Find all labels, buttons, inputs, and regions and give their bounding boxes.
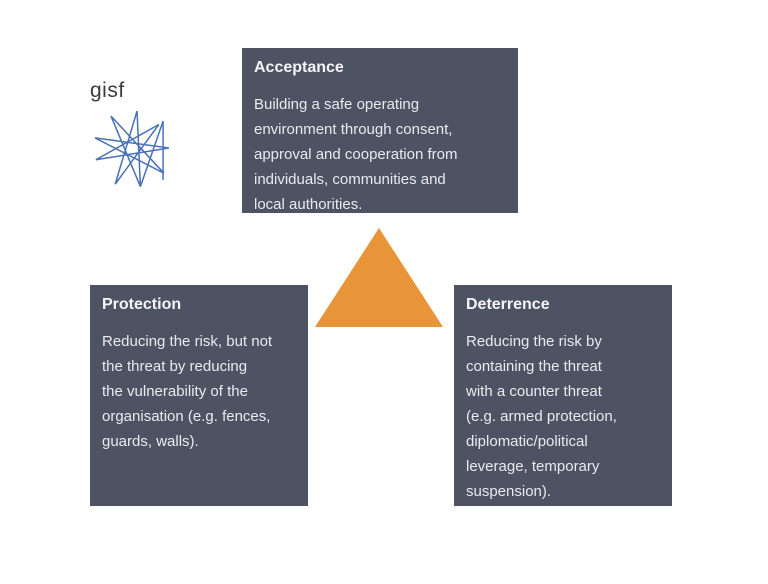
protection-title: Protection <box>102 296 182 313</box>
deterrence-description: Reducing the risk by containing the thre… <box>466 333 617 500</box>
deterrence-card: Deterrence Reducing the risk by containi… <box>454 285 672 506</box>
acceptance-card: Acceptance Building a safe operating env… <box>242 48 518 213</box>
gisf-logo-icon <box>94 110 170 187</box>
gisf-logo: gisf <box>88 78 188 190</box>
gisf-logo-text: gisf <box>90 79 125 102</box>
protection-card: Protection Reducing the risk, but not th… <box>90 285 308 506</box>
triangle-shape <box>315 228 443 327</box>
acceptance-description: Building a safe operating environment th… <box>254 96 458 213</box>
protection-description: Reducing the risk, but not the threat by… <box>102 333 273 450</box>
acceptance-title: Acceptance <box>254 59 344 76</box>
deterrence-title: Deterrence <box>466 296 550 313</box>
